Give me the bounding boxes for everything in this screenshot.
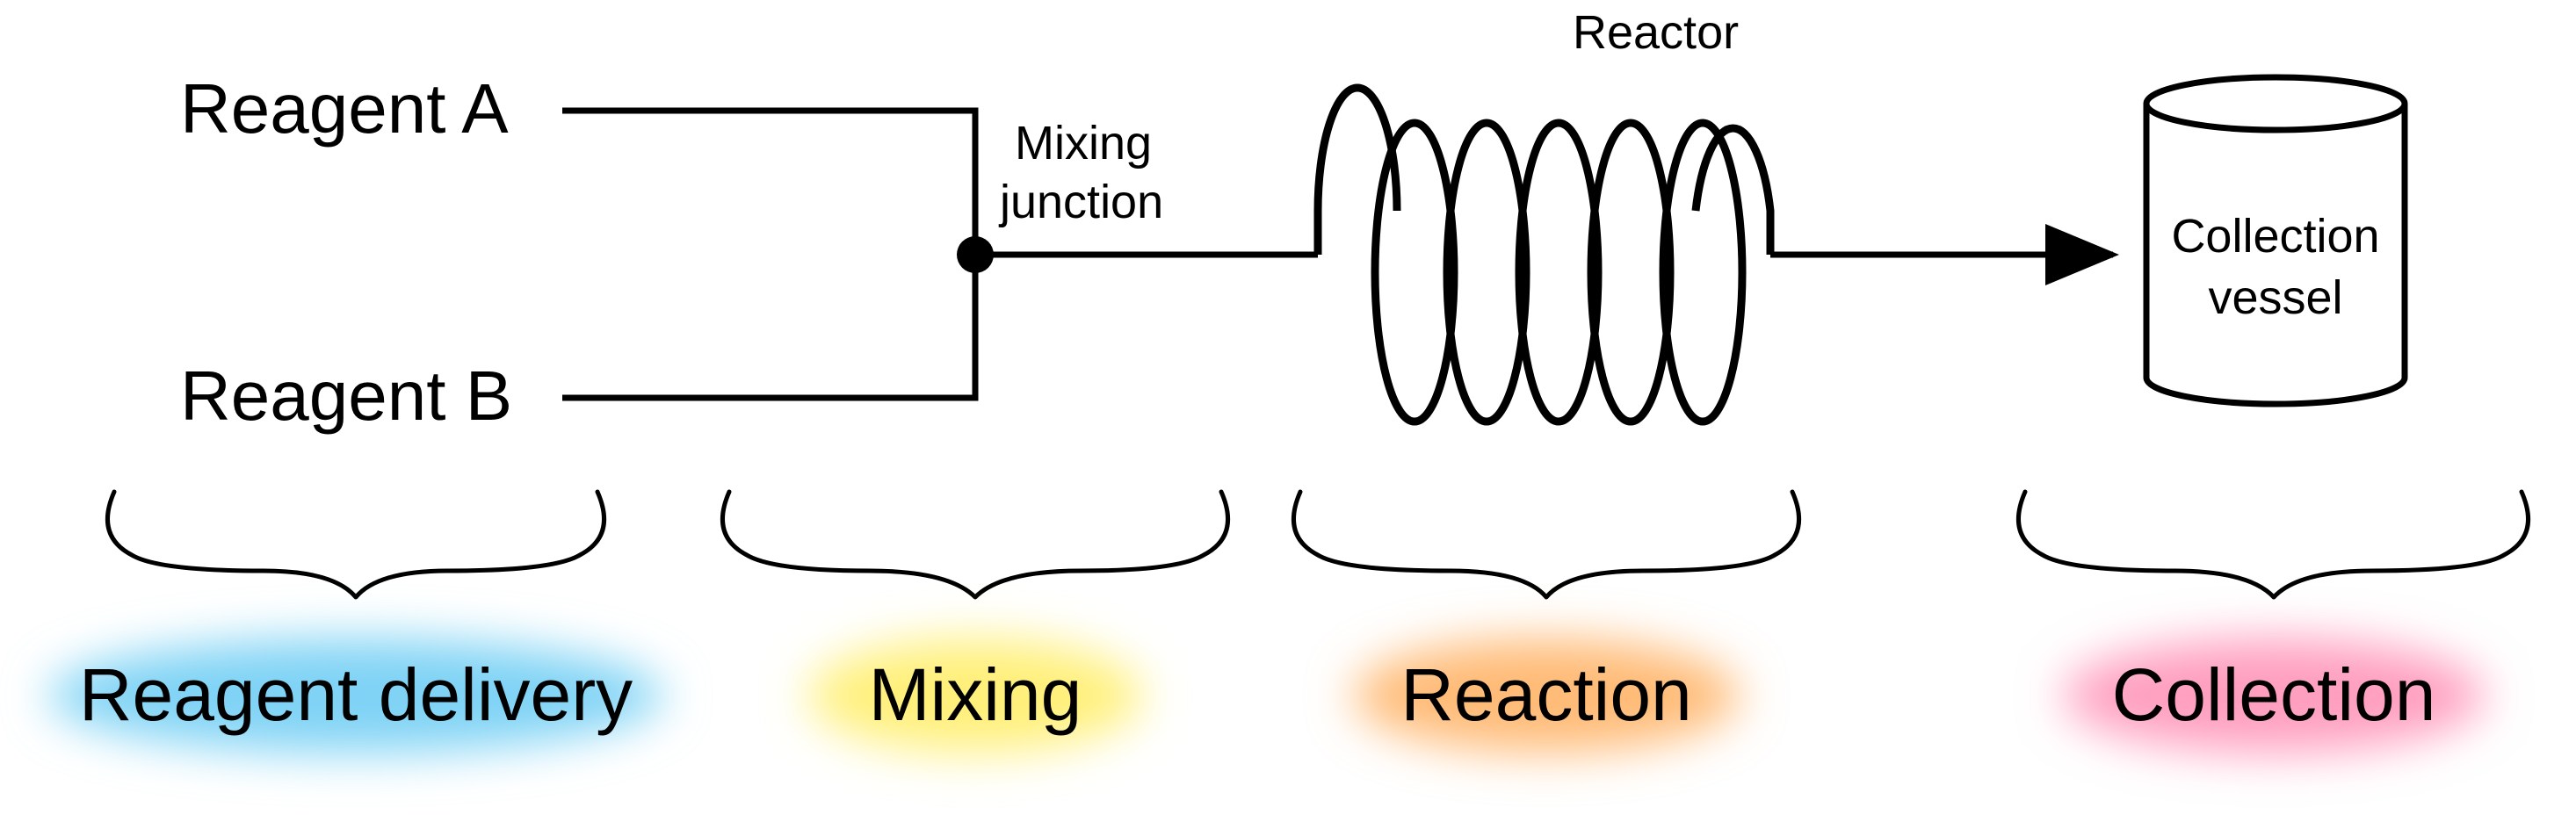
- collection-vessel-label-line1: Collection: [2171, 210, 2379, 263]
- stage-glow-mixing: [808, 638, 1142, 753]
- stage-label-collection: Collection: [2112, 653, 2436, 736]
- brace-reagent-delivery: [105, 489, 606, 600]
- stage-glow-collection: [2063, 638, 2485, 753]
- reagent-a-label: Reagent A: [180, 69, 509, 148]
- reagent-b-line: [562, 255, 979, 401]
- reactor-coil: [1313, 83, 1775, 426]
- reagent-a-line: [562, 107, 979, 255]
- stage-label-reagent-delivery: Reagent delivery: [79, 653, 633, 736]
- mixing-junction-label-line1: Mixing: [1015, 117, 1152, 169]
- brace-collection: [2016, 489, 2530, 600]
- stage-label-mixing: Mixing: [869, 653, 1082, 736]
- stage-glow-reaction: [1353, 638, 1740, 753]
- brace-reaction: [1292, 489, 1801, 600]
- stage-label-reaction: Reaction: [1400, 653, 1692, 736]
- mixing-junction-label-line2: junction: [998, 176, 1163, 228]
- collection-vessel-label-line2: vessel: [2208, 271, 2342, 324]
- collection-vessel-icon: [2143, 74, 2408, 407]
- brace-mixing: [720, 489, 1230, 600]
- reagent-b-label: Reagent B: [180, 357, 512, 435]
- reactor-label: Reactor: [1573, 6, 1739, 59]
- stage-glow-reagent-delivery: [48, 638, 663, 753]
